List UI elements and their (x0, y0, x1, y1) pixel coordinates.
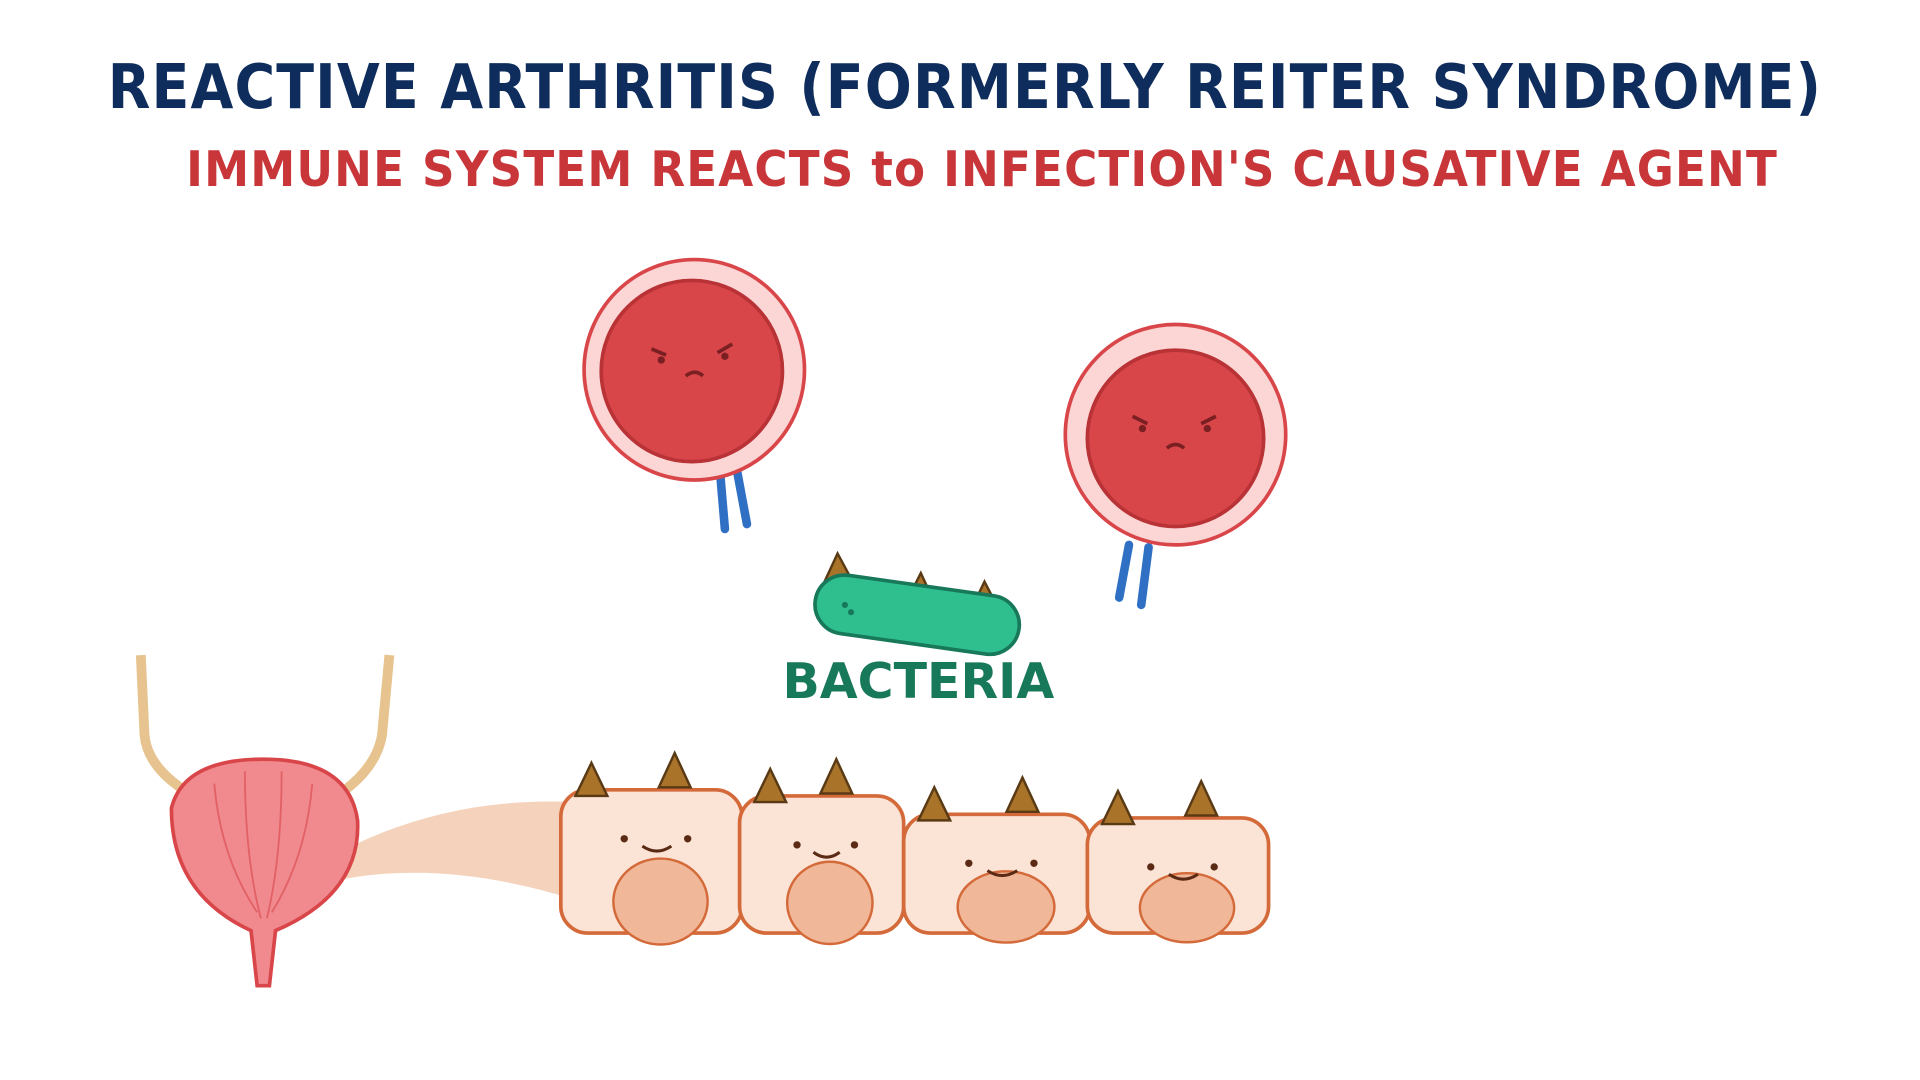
epithelial-cell (1085, 778, 1271, 944)
page-title: REACTIVE ARTHRITIS (FORMERLY REITER SYND… (108, 52, 1822, 123)
zoom-connector (330, 801, 576, 900)
antibody-icon (1114, 540, 1134, 602)
epithelial-cells (558, 750, 1271, 946)
epithelial-cell (901, 774, 1092, 944)
page-subtitle: IMMUNE SYSTEM REACTS to INFECTION'S CAUS… (186, 141, 1778, 198)
white-blood-cell-2 (1063, 322, 1288, 610)
epithelial-cell (558, 750, 744, 946)
antibody-icon (715, 467, 730, 534)
epithelial-cell (737, 756, 906, 946)
bacteria-icon (813, 550, 1022, 657)
bladder-icon (135, 654, 395, 988)
white-blood-cell-1 (582, 257, 807, 534)
bacteria-label: BACTERIA (782, 653, 1054, 710)
